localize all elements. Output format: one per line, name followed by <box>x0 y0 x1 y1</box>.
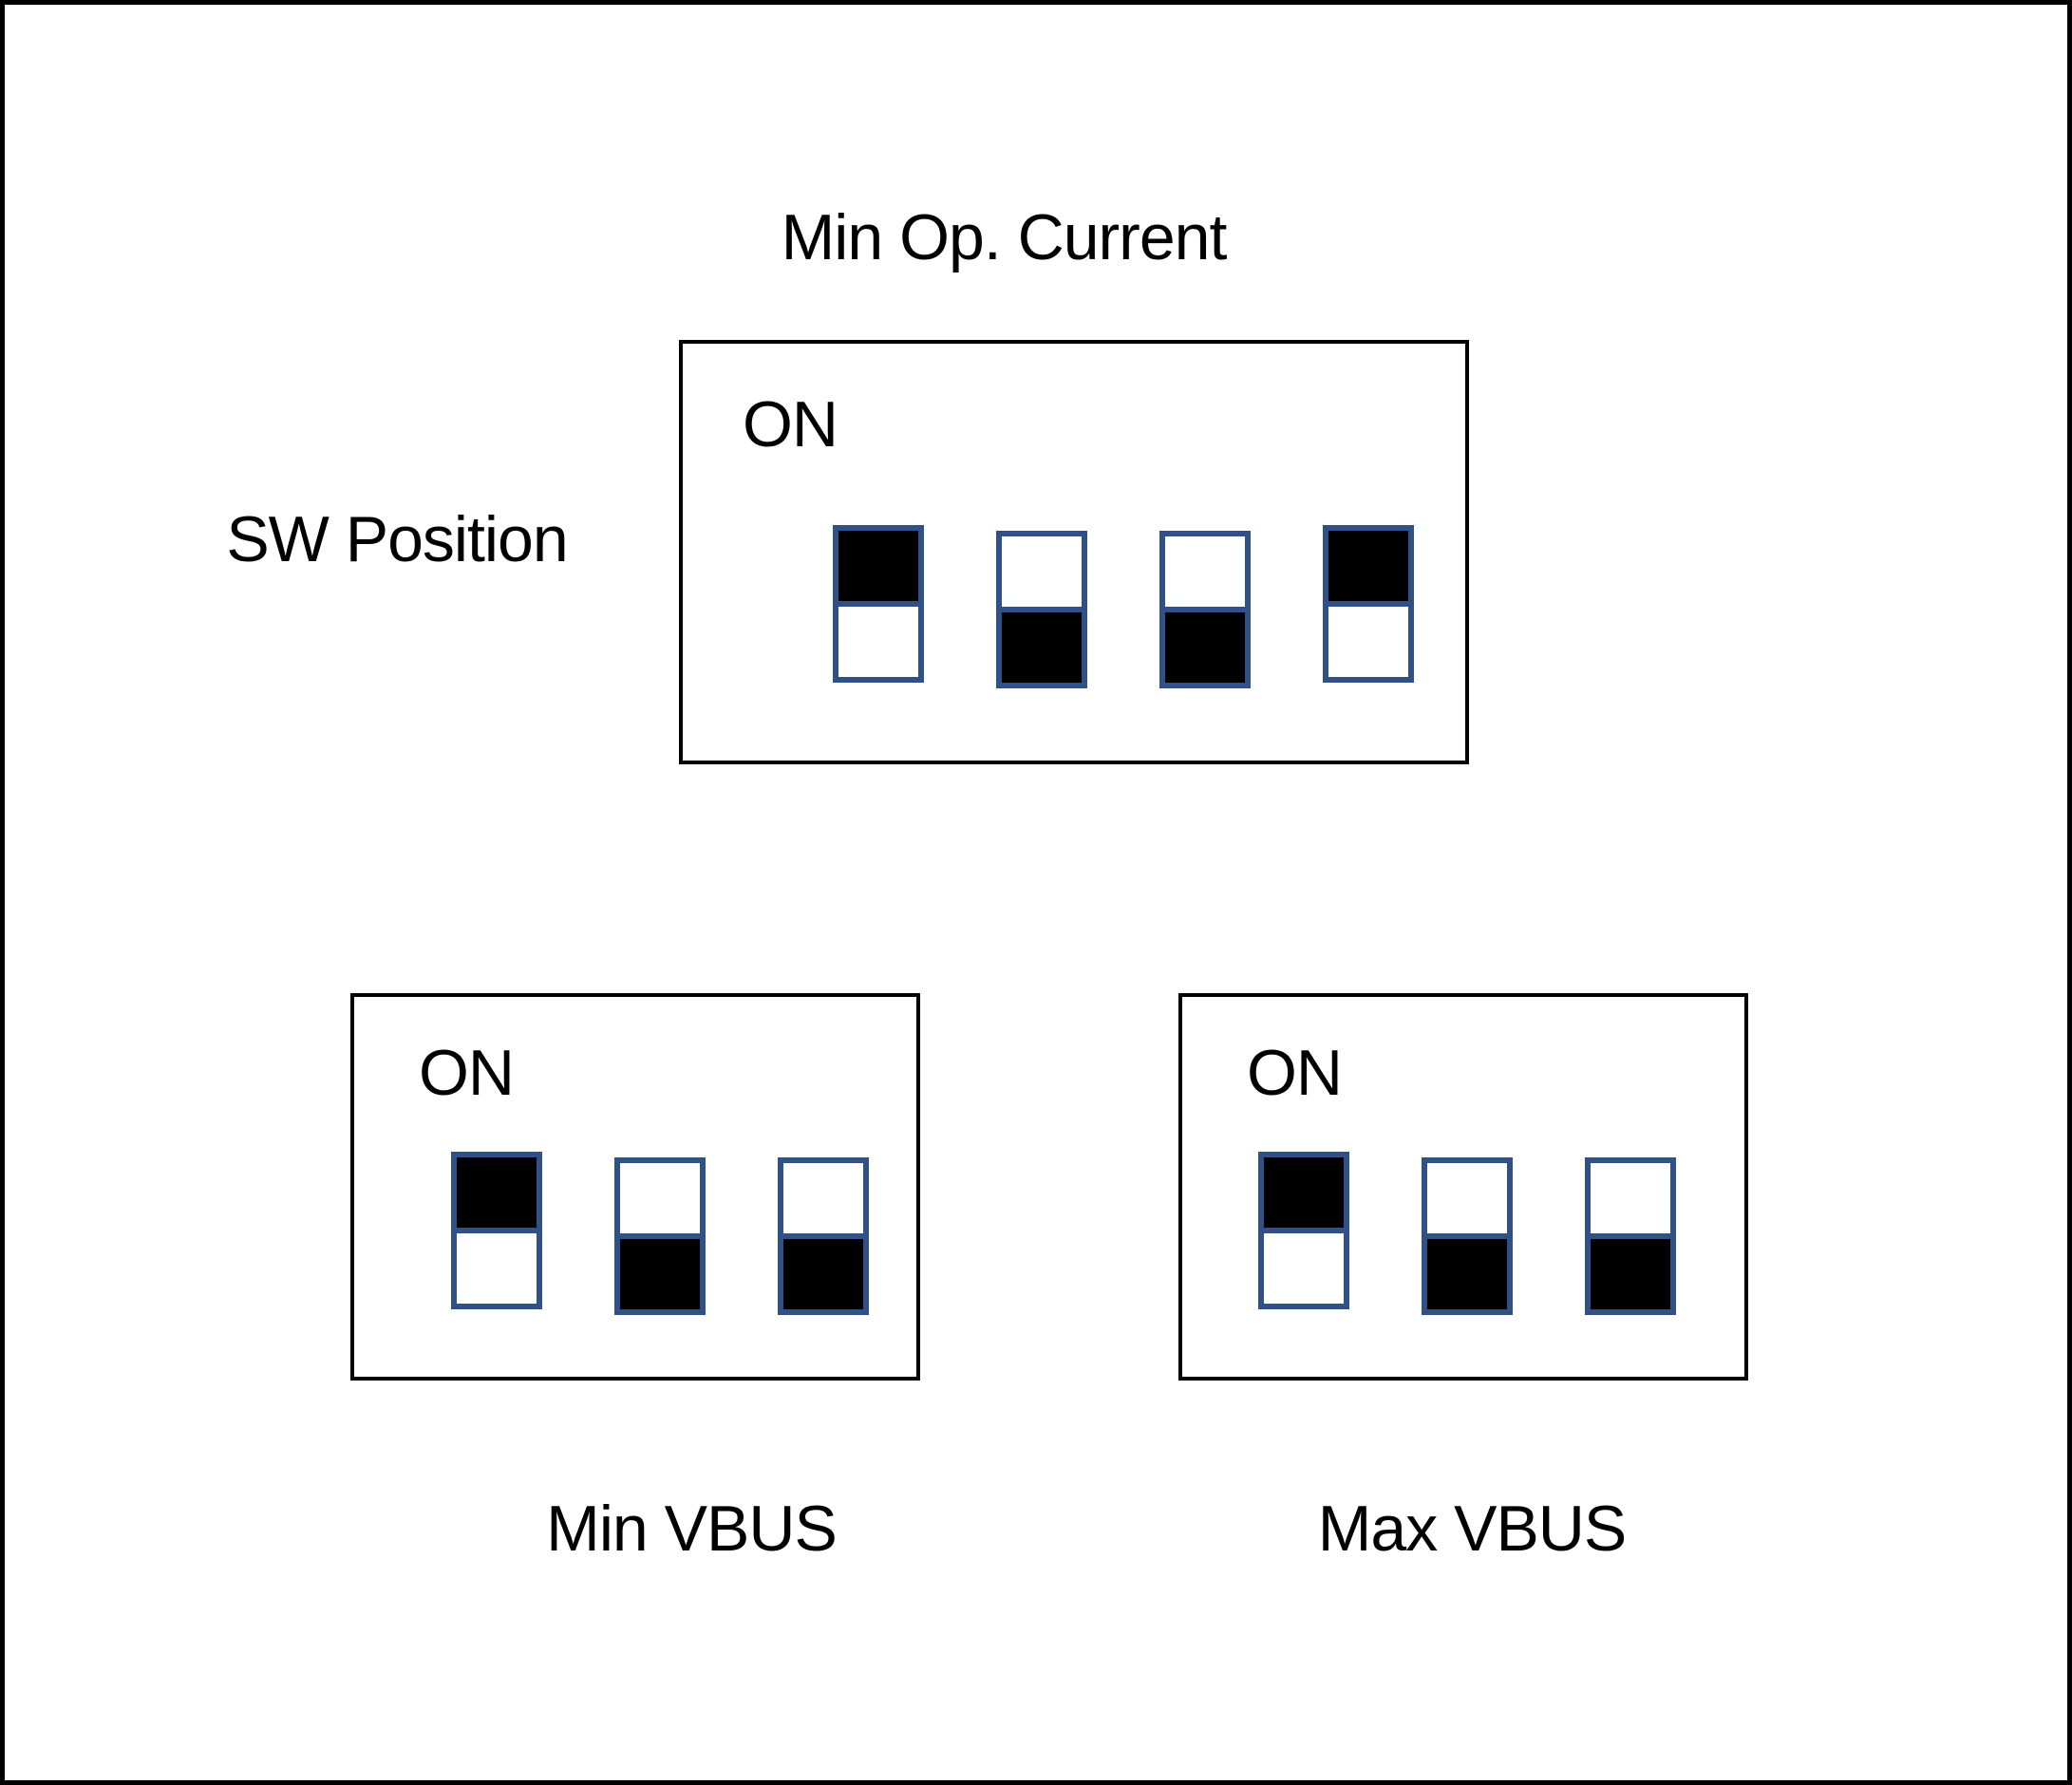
panel-min-vbus: ON <box>350 993 920 1381</box>
dip-switch-3-off <box>1159 531 1251 688</box>
switch-lower-cell <box>620 1233 700 1309</box>
switch-row-max-vbus <box>1258 1152 1676 1315</box>
on-label: ON <box>419 1037 515 1109</box>
on-label: ON <box>1247 1037 1343 1109</box>
switch-upper-cell <box>1002 536 1082 607</box>
switch-lower-cell <box>783 1233 863 1309</box>
panel-min-op-current: ON <box>679 340 1469 764</box>
dip-switch-2-off <box>996 531 1087 688</box>
switch-row-min-op-current <box>833 525 1414 688</box>
switch-lower-cell <box>457 1228 537 1304</box>
switch-lower-cell <box>1427 1233 1507 1309</box>
dip-switch-1-on <box>1258 1152 1349 1309</box>
switch-upper-cell <box>1427 1163 1507 1233</box>
switch-upper-cell <box>1165 536 1245 607</box>
dip-switch-3-off <box>1585 1157 1676 1315</box>
dip-switch-1-on <box>833 525 924 683</box>
switch-upper-cell <box>838 531 918 601</box>
switch-lower-cell <box>1591 1233 1670 1309</box>
switch-upper-cell <box>620 1163 700 1233</box>
panel-max-vbus: ON <box>1178 993 1748 1381</box>
dip-switch-2-off <box>1422 1157 1513 1315</box>
switch-lower-cell <box>1002 607 1082 683</box>
dip-switch-2-off <box>614 1157 706 1315</box>
switch-lower-cell <box>1264 1228 1344 1304</box>
switch-lower-cell <box>1165 607 1245 683</box>
dip-switch-1-on <box>451 1152 542 1309</box>
switch-upper-cell <box>1591 1163 1670 1233</box>
switch-upper-cell <box>1328 531 1408 601</box>
min-vbus-caption: Min VBUS <box>546 1493 838 1565</box>
switch-lower-cell <box>838 601 918 677</box>
dip-switch-4-on <box>1323 525 1414 683</box>
figure-title: Min Op. Current <box>781 201 1228 273</box>
on-label: ON <box>743 388 838 460</box>
sw-position-label: SW Position <box>226 503 568 575</box>
switch-row-min-vbus <box>451 1152 869 1315</box>
switch-upper-cell <box>783 1163 863 1233</box>
switch-upper-cell <box>1264 1157 1344 1228</box>
switch-lower-cell <box>1328 601 1408 677</box>
dip-switch-3-off <box>778 1157 869 1315</box>
max-vbus-caption: Max VBUS <box>1317 1493 1628 1565</box>
switch-upper-cell <box>457 1157 537 1228</box>
